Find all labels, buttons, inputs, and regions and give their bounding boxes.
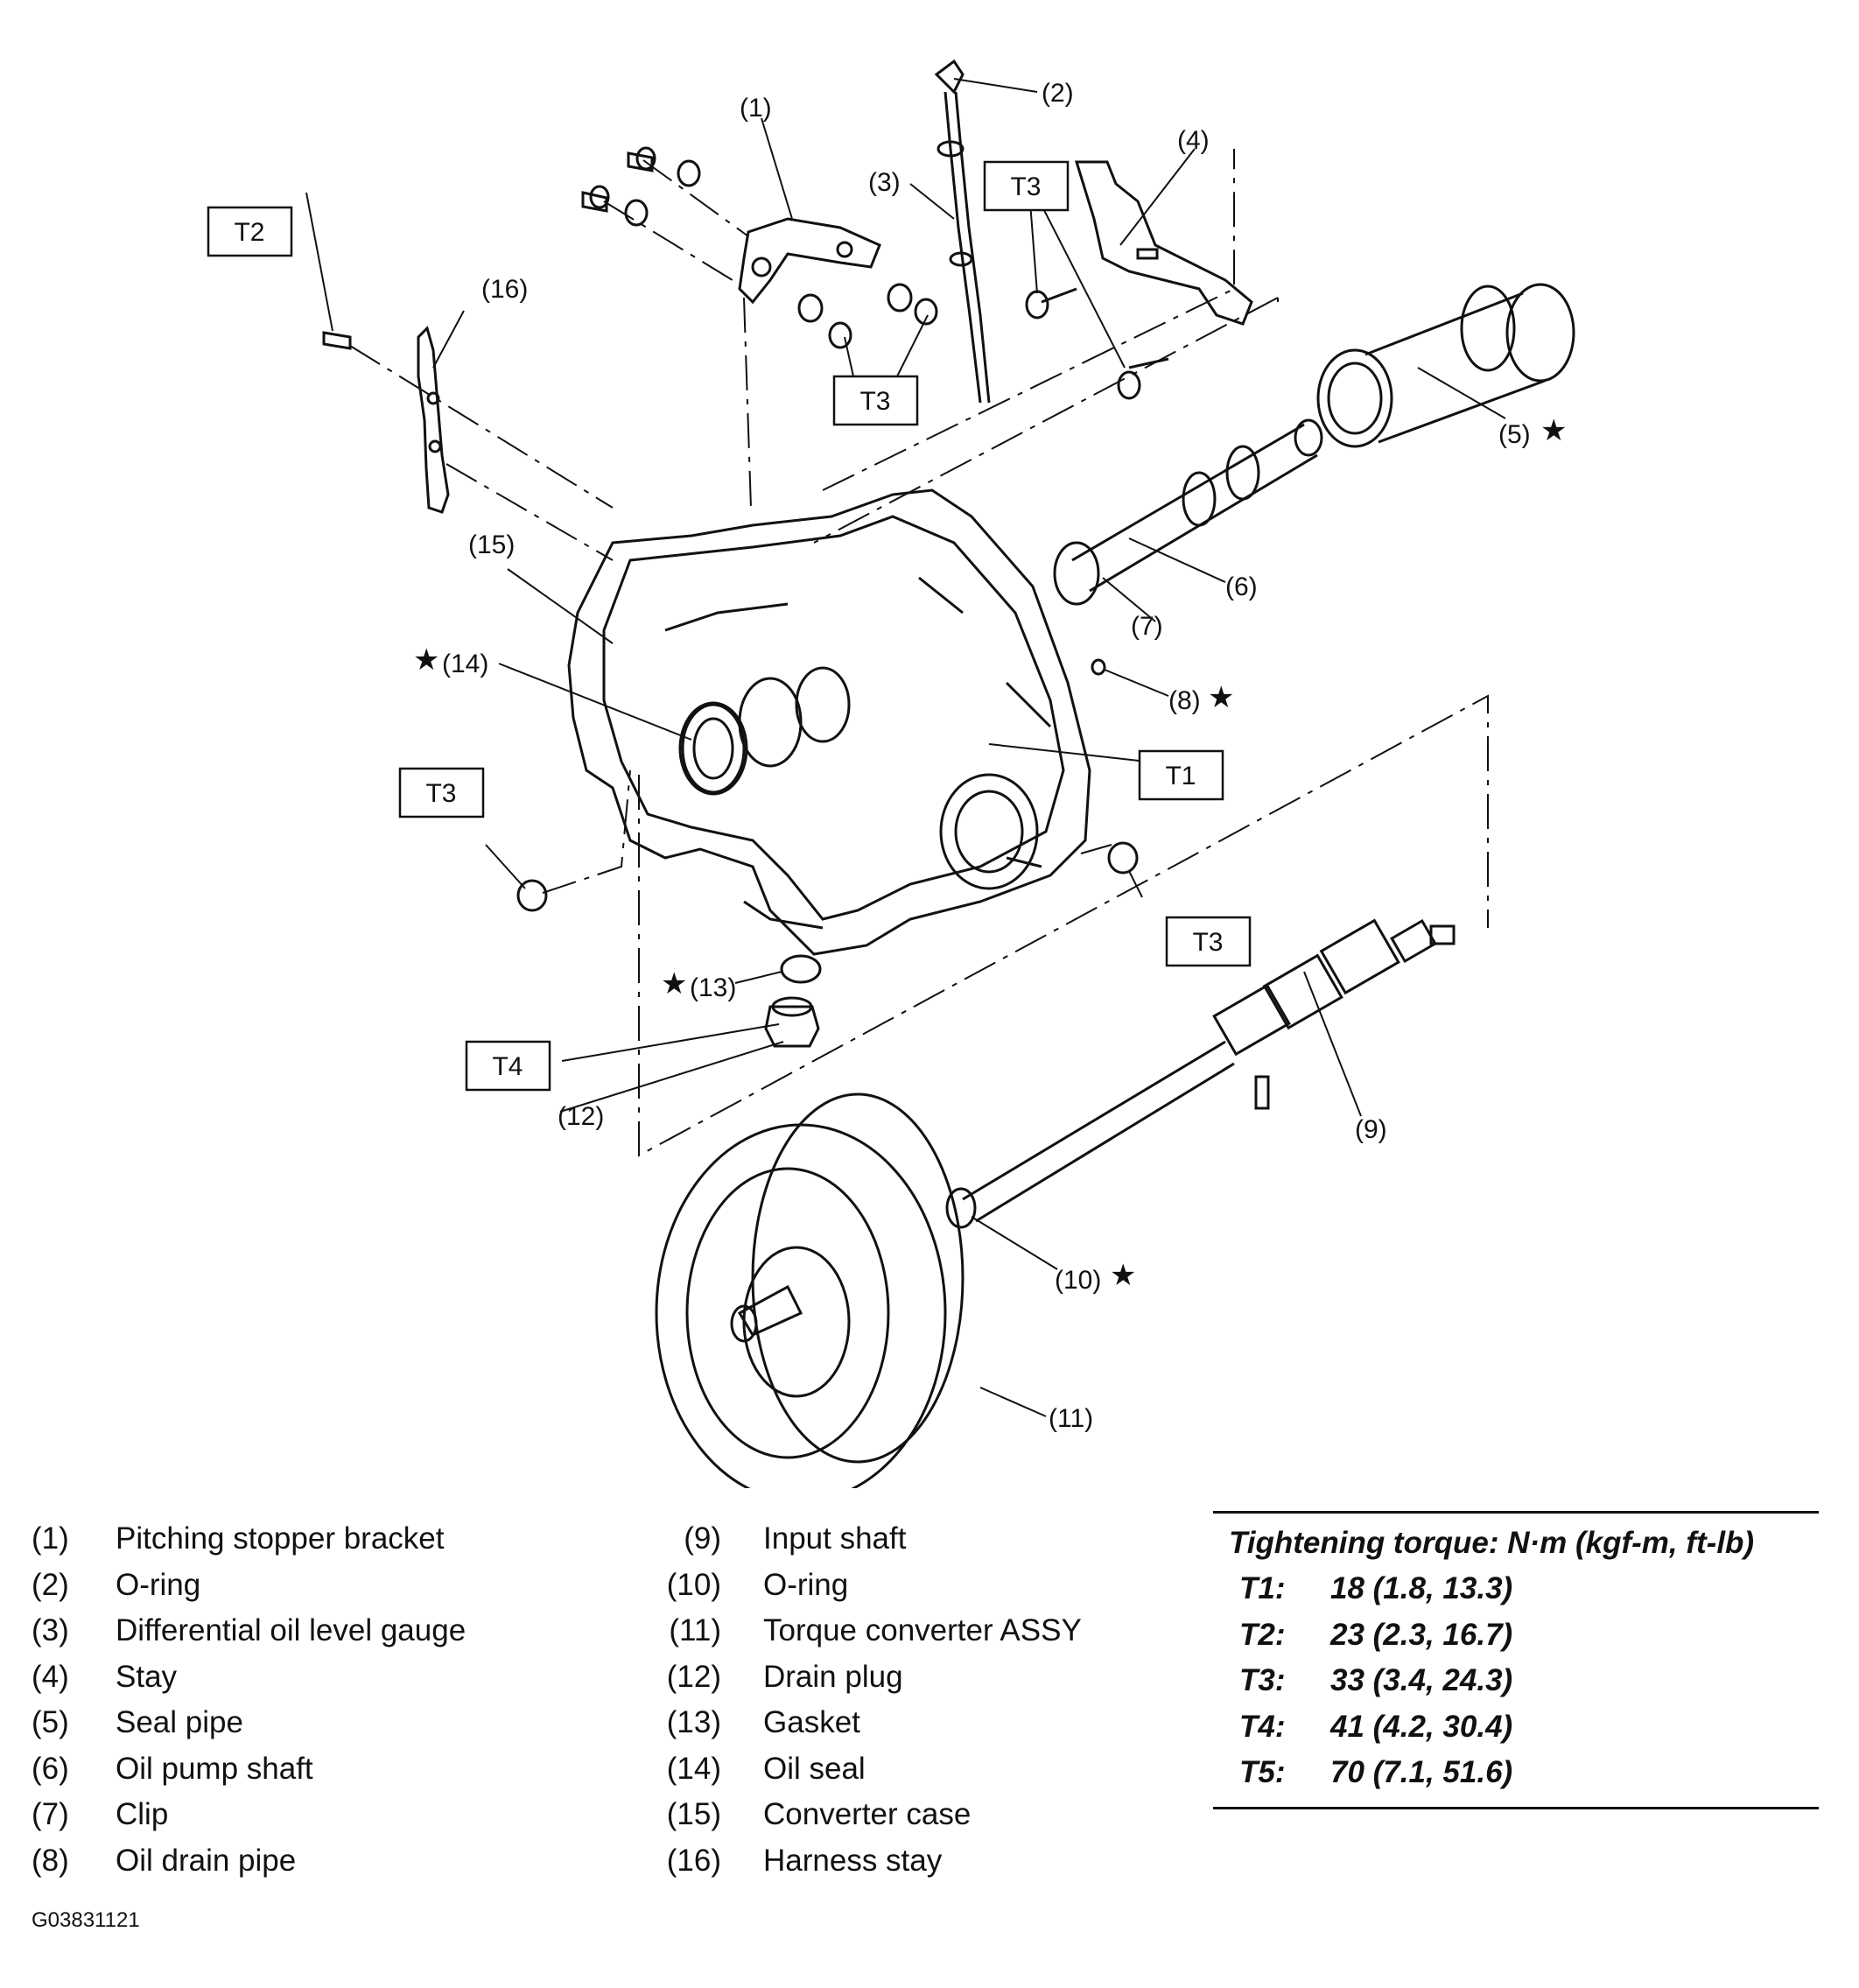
figure-id: G03831121 (32, 1908, 140, 1932)
torque-box-t3-left (398, 767, 485, 818)
legend-item: (8)Oil drain pipe (32, 1843, 297, 1878)
torque-row: T2:23 (2.3, 16.7) (1239, 1617, 1513, 1652)
torque-box-t1-label: T1 (1165, 762, 1196, 790)
torque-box-t3-mid (832, 375, 919, 426)
star-icon: ★ (661, 966, 687, 1001)
callout-10: (10) (1055, 1266, 1101, 1295)
torque-box-t3-top (983, 160, 1070, 212)
callout-1: (1) (740, 94, 772, 123)
tightening-torque-table: Tightening torque: N·m (kgf-m, ft-lb) T1… (1213, 1511, 1819, 1809)
nut-t3-left (516, 879, 548, 912)
callout-11: (11) (1049, 1404, 1093, 1433)
legend-item: (6)Oil pump shaft (32, 1751, 313, 1786)
drain-plug (764, 996, 820, 1048)
callout-16: (16) (481, 275, 528, 304)
gasket (780, 954, 822, 984)
callout-3: (3) (868, 168, 901, 197)
torque-box-t3-label: T3 (1192, 928, 1223, 957)
legend-item: (3)Differential oil level gauge (32, 1613, 467, 1647)
legend-item: (7)Clip (32, 1797, 169, 1831)
torque-box-t1 (1138, 749, 1224, 801)
callout-13: (13) (690, 973, 736, 1002)
legend-item: (1)Pitching stopper bracket (32, 1521, 445, 1556)
legend-item: (10)O-ring (666, 1567, 849, 1602)
callout-15: (15) (468, 530, 515, 559)
torque-box-t3-label: T3 (1010, 172, 1041, 201)
star-icon: ★ (1540, 413, 1567, 448)
seal-pipe (1316, 283, 1575, 448)
torque-box-t4 (465, 1040, 551, 1092)
harness-stay (322, 326, 450, 514)
star-icon: ★ (413, 643, 439, 678)
pitching-stopper-bracket (738, 217, 881, 305)
callout-4: (4) (1177, 126, 1210, 155)
torque-box-t3-label: T3 (859, 387, 890, 416)
star-icon: ★ (1110, 1258, 1136, 1293)
legend-item: (16)Harness stay (666, 1843, 943, 1878)
callout-2: (2) (1042, 79, 1074, 108)
torque-box-t2 (207, 206, 293, 257)
differential-oil-level-gauge (934, 59, 991, 404)
legend-item: (13)Gasket (666, 1705, 860, 1739)
legend-item: (11)Torque converter ASSY (669, 1613, 1082, 1647)
callout-9: (9) (1355, 1115, 1387, 1144)
bracket-bolts (581, 146, 938, 349)
callout-5: (5) (1498, 420, 1531, 449)
exploded-view-diagram: (1) (2) (3) (4) (5) (6) (7) (8) (9) (10)… (207, 59, 1575, 1488)
callout-6: (6) (1225, 573, 1258, 601)
torque-box-t3-label: T3 (425, 779, 456, 808)
legend-item: (4)Stay (32, 1659, 178, 1694)
torque-box-t3-right (1165, 916, 1252, 967)
torque-row: T1:18 (1.8, 13.3) (1239, 1571, 1513, 1605)
torque-row: T4:41 (4.2, 30.4) (1239, 1709, 1513, 1744)
callout-7: (7) (1131, 612, 1163, 641)
leader-lines (305, 78, 1506, 1417)
oil-pump-shaft (1053, 418, 1323, 606)
converter-case (567, 488, 1091, 956)
legend-item: (5)Seal pipe (32, 1705, 243, 1739)
parts-legend-right: (9)Input shaft (10)O-ring (11)Torque con… (630, 1516, 1082, 1884)
oil-drain-pipe (1091, 658, 1106, 676)
legend-item: (2)O-ring (32, 1567, 201, 1602)
torque-box-t2-label: T2 (234, 218, 264, 247)
legend-item: (15)Converter case (666, 1797, 972, 1831)
torque-box-t4-label: T4 (492, 1052, 523, 1081)
parts-legend-left: (1)Pitching stopper bracket (2)O-ring (3… (32, 1516, 466, 1884)
input-shaft (962, 918, 1456, 1223)
torque-converter (655, 1092, 965, 1488)
oil-seal (678, 701, 748, 796)
o-ring-10 (945, 1187, 977, 1229)
nut-t3-right (1107, 841, 1139, 875)
star-icon: ★ (1208, 680, 1234, 715)
callout-8: (8) (1168, 686, 1201, 715)
legend-item: (9)Input shaft (684, 1521, 907, 1556)
torque-table-header: Tightening torque: N·m (kgf-m, ft-lb) (1229, 1526, 1755, 1560)
torque-row: T3:33 (3.4, 24.3) (1239, 1663, 1513, 1697)
torque-row: T5:70 (7.1, 51.6) (1239, 1755, 1513, 1789)
legend-item: (12)Drain plug (666, 1659, 903, 1694)
legend-item: (14)Oil seal (666, 1751, 866, 1786)
callout-14: (14) (442, 650, 488, 678)
callout-12: (12) (558, 1102, 604, 1131)
phantom-lines (349, 149, 1489, 1157)
